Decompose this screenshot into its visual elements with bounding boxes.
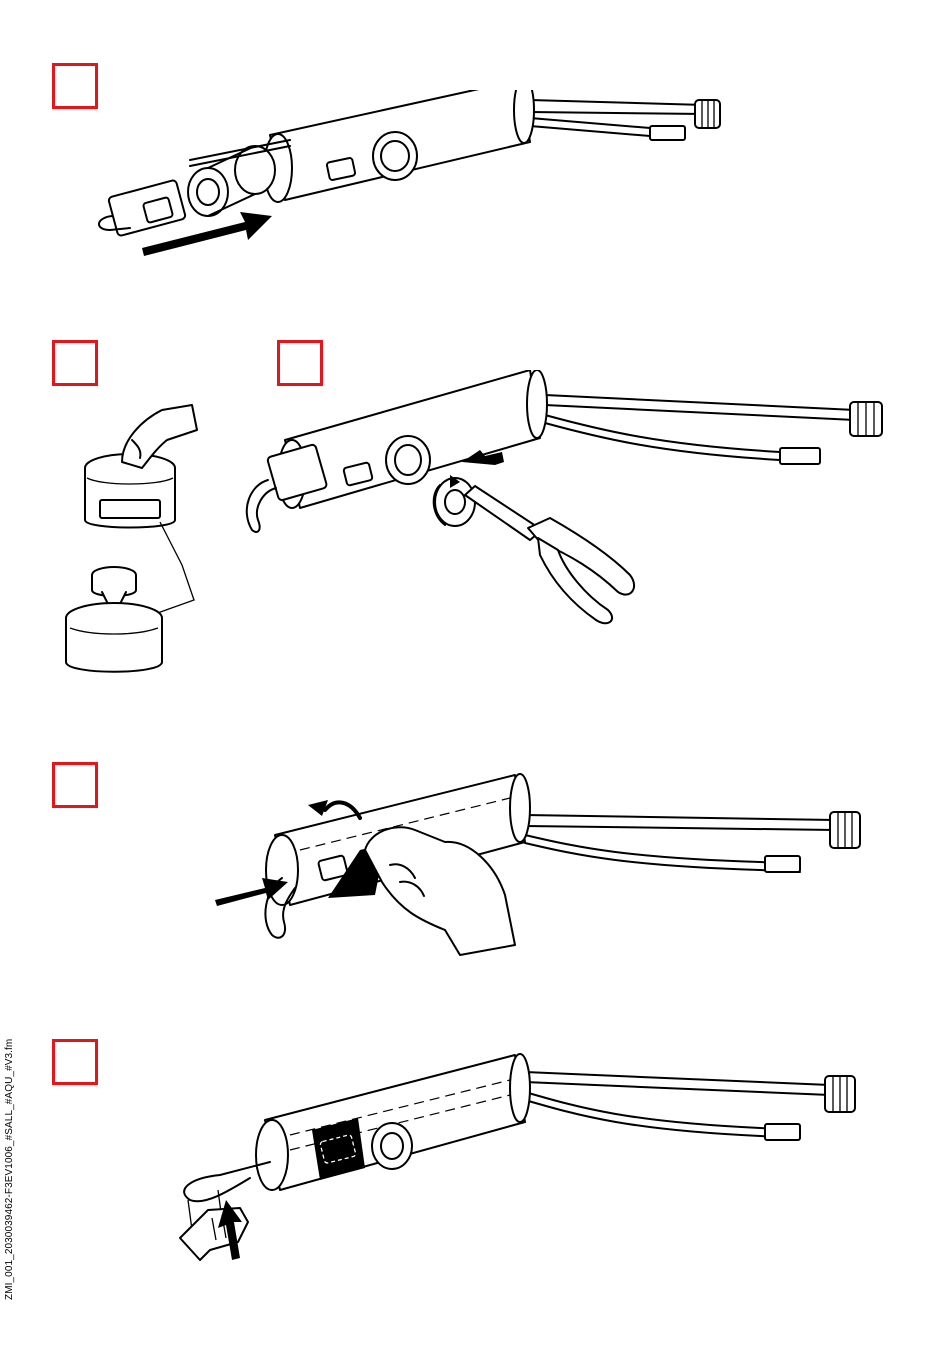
hand-rotate-spout-illustration: [210, 770, 890, 970]
document-code: ZMI_001_2030039462-F3EV1006_#SALL_#AQU_#…: [4, 1039, 15, 1300]
step-box-4: [52, 762, 98, 808]
pliers-nut-tightening-illustration: [240, 370, 920, 630]
step-box-2: [52, 340, 98, 386]
clip-insertion-illustration: [160, 1050, 900, 1270]
insert-cartridge-illustration: [90, 90, 730, 270]
aerator-disassembly-illustration: [62, 400, 212, 680]
step-box-5: [52, 1039, 98, 1085]
